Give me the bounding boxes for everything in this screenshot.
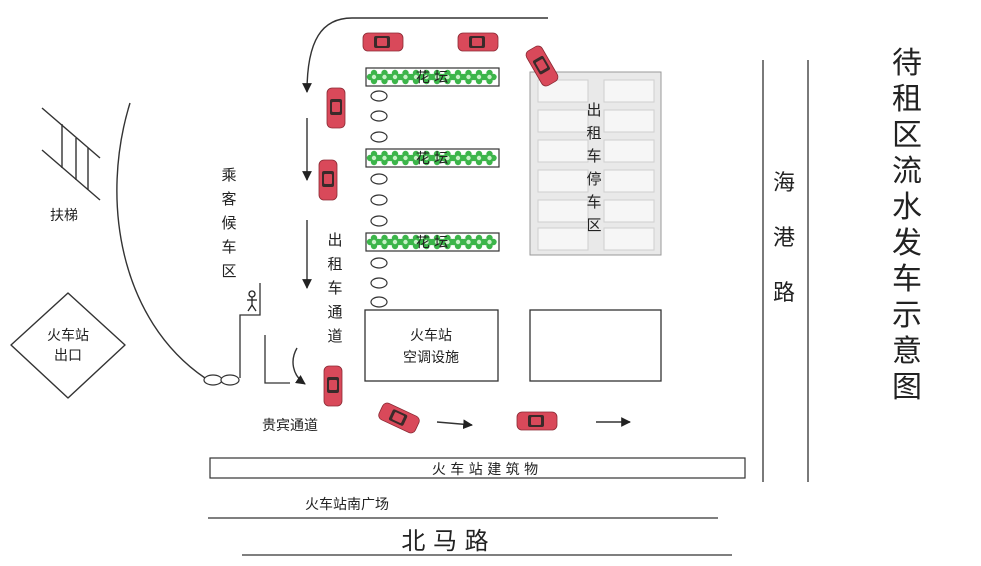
- taxi-car-7: [376, 400, 422, 436]
- page-title-char: 区: [892, 118, 922, 153]
- haigang-road-label-char: 港: [773, 226, 795, 251]
- person-icon: [247, 290, 257, 312]
- station-exit: 火车站 出口: [10, 292, 126, 399]
- taxi-parking-label-char: 车: [586, 193, 601, 211]
- station-building: [209, 457, 746, 479]
- bollard-column: [370, 90, 388, 308]
- bollards: [203, 374, 240, 386]
- escalator-label: 扶梯: [50, 208, 78, 224]
- taxi-lane-label-char: 道: [327, 327, 342, 345]
- page-title-char: 待: [892, 46, 922, 81]
- vip-lane-label: 贵宾通道: [262, 418, 318, 434]
- ac-facility: 火车站 空调设施: [364, 309, 499, 382]
- taxi-car-2: [457, 32, 499, 52]
- waiting-area-label-char: 乘: [221, 166, 236, 184]
- taxi-parking-label-char: 出: [586, 101, 601, 119]
- page-title-char: 图: [892, 370, 922, 405]
- exit-arrow-1: [436, 419, 473, 430]
- taxi-lane-label-char: 通: [327, 303, 342, 321]
- taxi-car-6: [323, 365, 343, 407]
- vip-route-arrow: [292, 347, 306, 385]
- waiting-area-label-char: 客: [221, 190, 236, 208]
- waiting-area-label-char: 车: [221, 238, 236, 256]
- page-title-char: 租: [892, 82, 922, 117]
- taxi-car-4: [326, 87, 346, 129]
- waiting-area-boundary: [116, 102, 206, 379]
- waiting-area-label-char: 候: [221, 214, 236, 232]
- flower-bed: 花 坛: [365, 148, 500, 168]
- beima-road-label: 北 马 路: [401, 527, 488, 555]
- taxi-lane-label-char: 车: [327, 279, 342, 297]
- flower-bed-label: 花 坛: [416, 151, 448, 167]
- taxi-car-5: [318, 159, 338, 201]
- entry-route-arrow: [302, 17, 548, 93]
- flower-bed: 花 坛: [365, 67, 500, 87]
- escalator-icon: [41, 107, 101, 201]
- taxi-lane-label-char: 租: [327, 255, 342, 273]
- page-title-char: 流: [892, 154, 922, 189]
- page-title-char: 发: [892, 226, 922, 261]
- empty-block: [529, 309, 662, 382]
- haigang-road-label: 海港路: [773, 171, 795, 306]
- station-building-label: 火 车 站 建 筑 物: [432, 461, 538, 478]
- taxi-car-8: [516, 411, 558, 431]
- flower-beds: 花 坛花 坛花 坛: [365, 67, 500, 252]
- taxi-parking-label-char: 停: [586, 170, 601, 188]
- station-exit-line-2: 出口: [54, 348, 82, 364]
- vip-route-line: [264, 335, 290, 384]
- taxi-parking-label-char: 租: [586, 124, 601, 142]
- ac-facility-line-1: 火车站: [410, 327, 452, 344]
- flower-bed-label: 花 坛: [416, 70, 448, 86]
- page-title-char: 车: [892, 262, 922, 297]
- taxi-parking-label-char: 区: [586, 216, 601, 234]
- page-title-char: 示: [892, 298, 922, 333]
- waiting-area-fence: [239, 283, 261, 378]
- haigang-road-label-char: 海: [773, 171, 795, 196]
- page-title-char: 意: [892, 334, 922, 369]
- ac-facility-line-2: 空调设施: [403, 350, 459, 366]
- south-square-label: 火车站南广场: [305, 496, 389, 513]
- station-exit-line-1: 火车站: [47, 327, 89, 344]
- waiting-area-label-char: 区: [221, 262, 236, 280]
- flower-bed-label: 花 坛: [416, 235, 448, 251]
- taxi-parking-label-char: 车: [586, 147, 601, 165]
- flower-bed: 花 坛: [365, 232, 500, 252]
- taxi-car-1: [362, 32, 404, 52]
- haigang-road-label-char: 路: [773, 281, 795, 306]
- taxi-lane-label-char: 出: [327, 231, 342, 249]
- page-title-char: 水: [892, 190, 922, 225]
